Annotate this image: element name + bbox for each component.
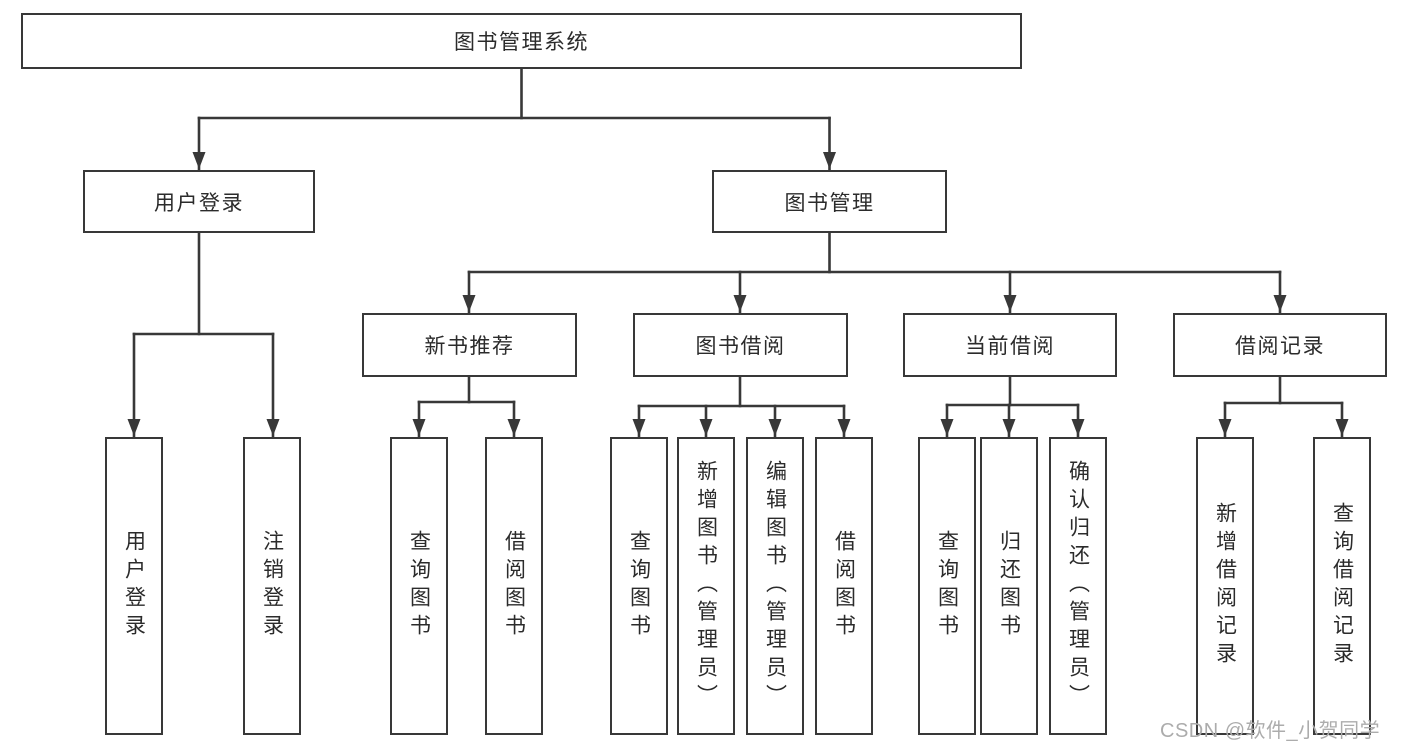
connector-current-borrow-branch [940,375,1085,438]
node-book-borrow-label: 图书借阅 [695,335,786,358]
leaf-add-borrow-record-label: 新增借阅记录 [1213,502,1237,670]
node-new-book-recommend: 新书推荐 [362,313,577,377]
leaf-confirm-return-admin: 确认归还（管理员） [1049,437,1107,735]
node-borrow-records: 借阅记录 [1173,313,1387,377]
leaf-borrow-books-new: 借阅图书 [485,437,543,735]
node-borrow-records-label: 借阅记录 [1235,335,1325,358]
leaf-query-books-new: 查询图书 [390,437,448,735]
leaf-user-login: 用户登录 [105,437,163,735]
leaf-add-borrow-record: 新增借阅记录 [1196,437,1254,735]
node-user-login-label: 用户登录 [154,191,244,215]
node-book-borrow: 图书借阅 [633,313,848,377]
leaf-logout: 注销登录 [243,437,301,735]
leaf-query-books-borrow: 查询图书 [610,437,668,735]
leaf-edit-book-admin-label: 编辑图书（管理员） [763,460,787,712]
leaf-add-book-admin-label: 新增图书（管理员） [694,460,718,712]
node-book-management-label: 图书管理 [784,191,875,215]
leaf-return-book-label: 归还图书 [997,530,1021,642]
leaf-query-books-new-label: 查询图书 [407,530,431,642]
connector-book-borrow-branch [632,375,851,438]
leaf-logout-label: 注销登录 [260,530,284,642]
leaf-query-borrow-record-label: 查询借阅记录 [1330,502,1354,670]
node-root-label: 图书管理系统 [454,31,589,54]
node-root: 图书管理系统 [21,13,1022,69]
leaf-query-borrow-record: 查询借阅记录 [1313,437,1371,735]
leaf-return-book: 归还图书 [980,437,1038,735]
leaf-confirm-return-admin-label: 确认归还（管理员） [1066,460,1090,712]
leaf-edit-book-admin: 编辑图书（管理员） [746,437,804,735]
leaf-query-books-borrow-label: 查询图书 [627,530,651,642]
leaf-borrow-books-new-label: 借阅图书 [502,530,526,642]
leaf-borrow-books-borrow-label: 借阅图书 [832,530,856,642]
leaf-borrow-books-borrow: 借阅图书 [815,437,873,735]
leaf-user-login-label: 用户登录 [122,530,146,642]
node-new-book-recommend-label: 新书推荐 [424,335,515,358]
connector-borrow-records-branch [1218,375,1349,438]
connector-root-branch [192,67,836,171]
node-current-borrow-label: 当前借阅 [965,335,1055,358]
csdn-watermark: CSDN @软件_小贺同学 [1160,720,1381,742]
node-user-login: 用户登录 [83,170,315,233]
node-current-borrow: 当前借阅 [903,313,1117,377]
connector-user-login-branch [127,231,280,438]
node-book-management: 图书管理 [712,170,947,233]
leaf-query-books-current: 查询图书 [918,437,976,735]
leaf-add-book-admin: 新增图书（管理员） [677,437,735,735]
connector-new-book-branch [412,375,521,438]
connector-book-management-branch [462,231,1287,314]
leaf-query-books-current-label: 查询图书 [935,530,959,642]
